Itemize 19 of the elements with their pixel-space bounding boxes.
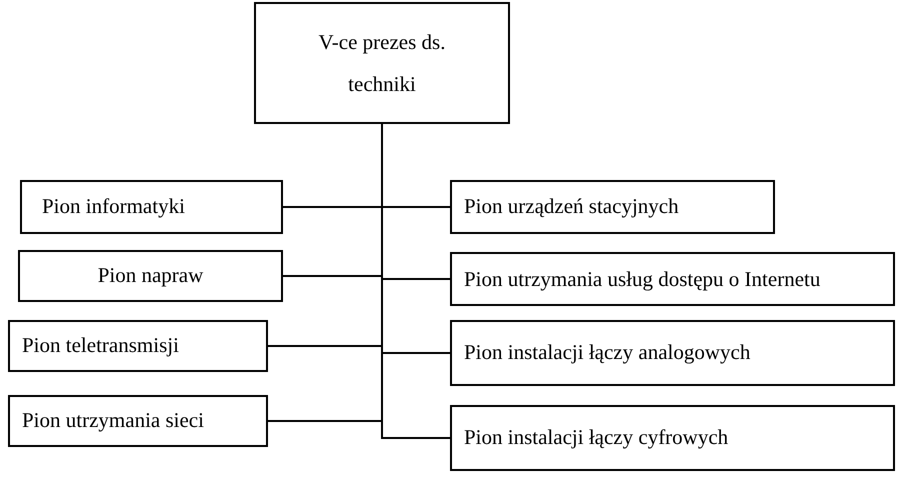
division-box bbox=[8, 320, 268, 372]
division-box bbox=[450, 405, 895, 471]
box-label: Pion instalacji łączy analogowych bbox=[464, 340, 750, 366]
division-box bbox=[8, 395, 268, 447]
box-label: Pion urządzeń stacyjnych bbox=[464, 194, 679, 220]
division-box bbox=[18, 250, 283, 302]
box-label: Pion napraw bbox=[98, 263, 204, 289]
head-box bbox=[254, 2, 510, 124]
box-label: V-ce prezes ds. techniki bbox=[318, 29, 446, 98]
division-box bbox=[450, 180, 775, 234]
division-box bbox=[20, 180, 283, 234]
division-box bbox=[450, 320, 895, 386]
connector-line bbox=[381, 124, 450, 439]
box-label: Pion teletransmisji bbox=[22, 333, 179, 359]
box-label: Pion utrzymania sieci bbox=[22, 408, 204, 434]
box-label: Pion informatyki bbox=[42, 194, 185, 220]
box-label: Pion instalacji łączy cyfrowych bbox=[464, 425, 728, 451]
division-box bbox=[450, 252, 895, 306]
box-label: Pion utrzymania usług dostępu o Internetu bbox=[464, 266, 820, 292]
